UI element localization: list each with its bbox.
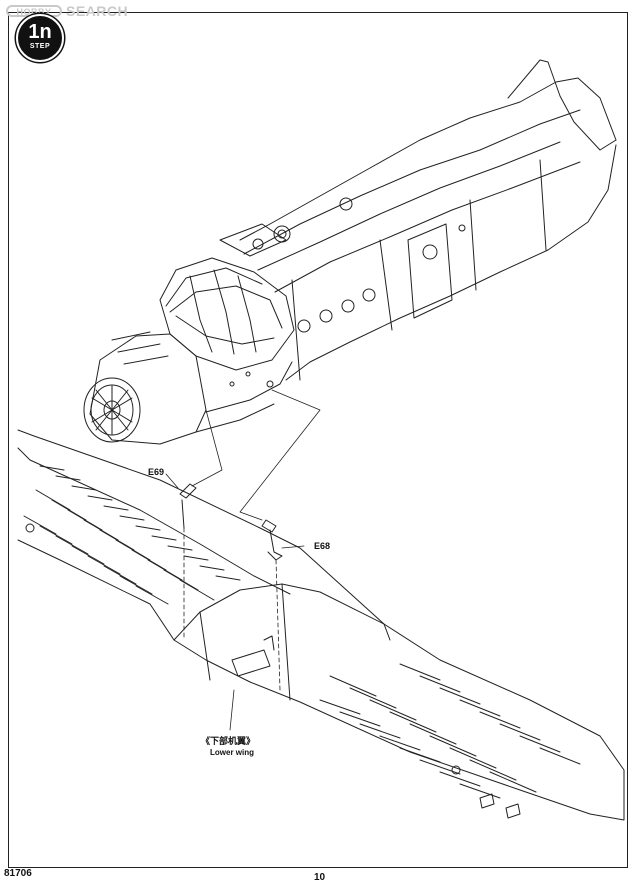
lower-wing-illustration [17,429,625,821]
part-e68 [261,519,283,561]
watermark-text: SEARCH [66,3,129,19]
product-code: 81706 [4,868,32,879]
hobby-logo-text: HOBBY [16,7,51,17]
part-label-e68: E68 [314,541,331,551]
page-number: 10 [314,872,326,883]
cockpit-illustration [89,257,295,445]
assembly-leader-lines [165,389,321,731]
step-badge: 1n STEP [16,14,64,62]
part-e69 [179,483,197,529]
step-number: 1n [28,21,52,43]
part-label-e69: E69 [148,467,165,477]
callout-english: Lower wing [210,748,254,757]
fuselage-illustration [219,59,617,381]
callout-chinese: 《下部机翼》 [201,736,256,746]
step-word: STEP [29,43,51,50]
page-border [8,12,628,868]
engine-illustration [83,377,141,443]
